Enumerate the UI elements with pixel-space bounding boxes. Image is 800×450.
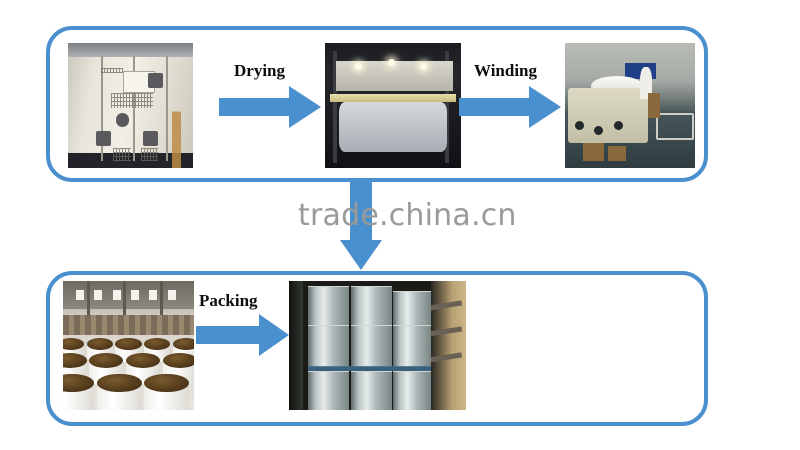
winding-hall-photo-content (565, 43, 695, 168)
watermark-text: trade.china.cn (298, 198, 517, 233)
container-loaded-rolls-photo-content (289, 281, 466, 410)
arrow-right-icon-winding (459, 86, 561, 128)
dryer-machine-photo (68, 43, 193, 168)
winding-hall-photo (565, 43, 695, 168)
ceiling-band (68, 43, 193, 57)
warehouse-rolls-photo (63, 281, 194, 410)
arrow-right-icon-drying (219, 86, 321, 128)
arrow-right-icon-packing (196, 314, 289, 356)
warehouse-rolls-photo-content (63, 281, 194, 410)
paper-roll-machine-photo (325, 43, 461, 168)
arrow-down-icon (340, 178, 382, 275)
paper-roll-machine-photo-content (325, 43, 461, 168)
stage-label-packing: Packing (199, 291, 258, 310)
container-loaded-rolls-photo (289, 281, 466, 410)
stage-label-drying: Drying (234, 61, 285, 80)
dryer-machine-photo-content (68, 43, 193, 168)
stage-label-winding: Winding (474, 61, 538, 80)
